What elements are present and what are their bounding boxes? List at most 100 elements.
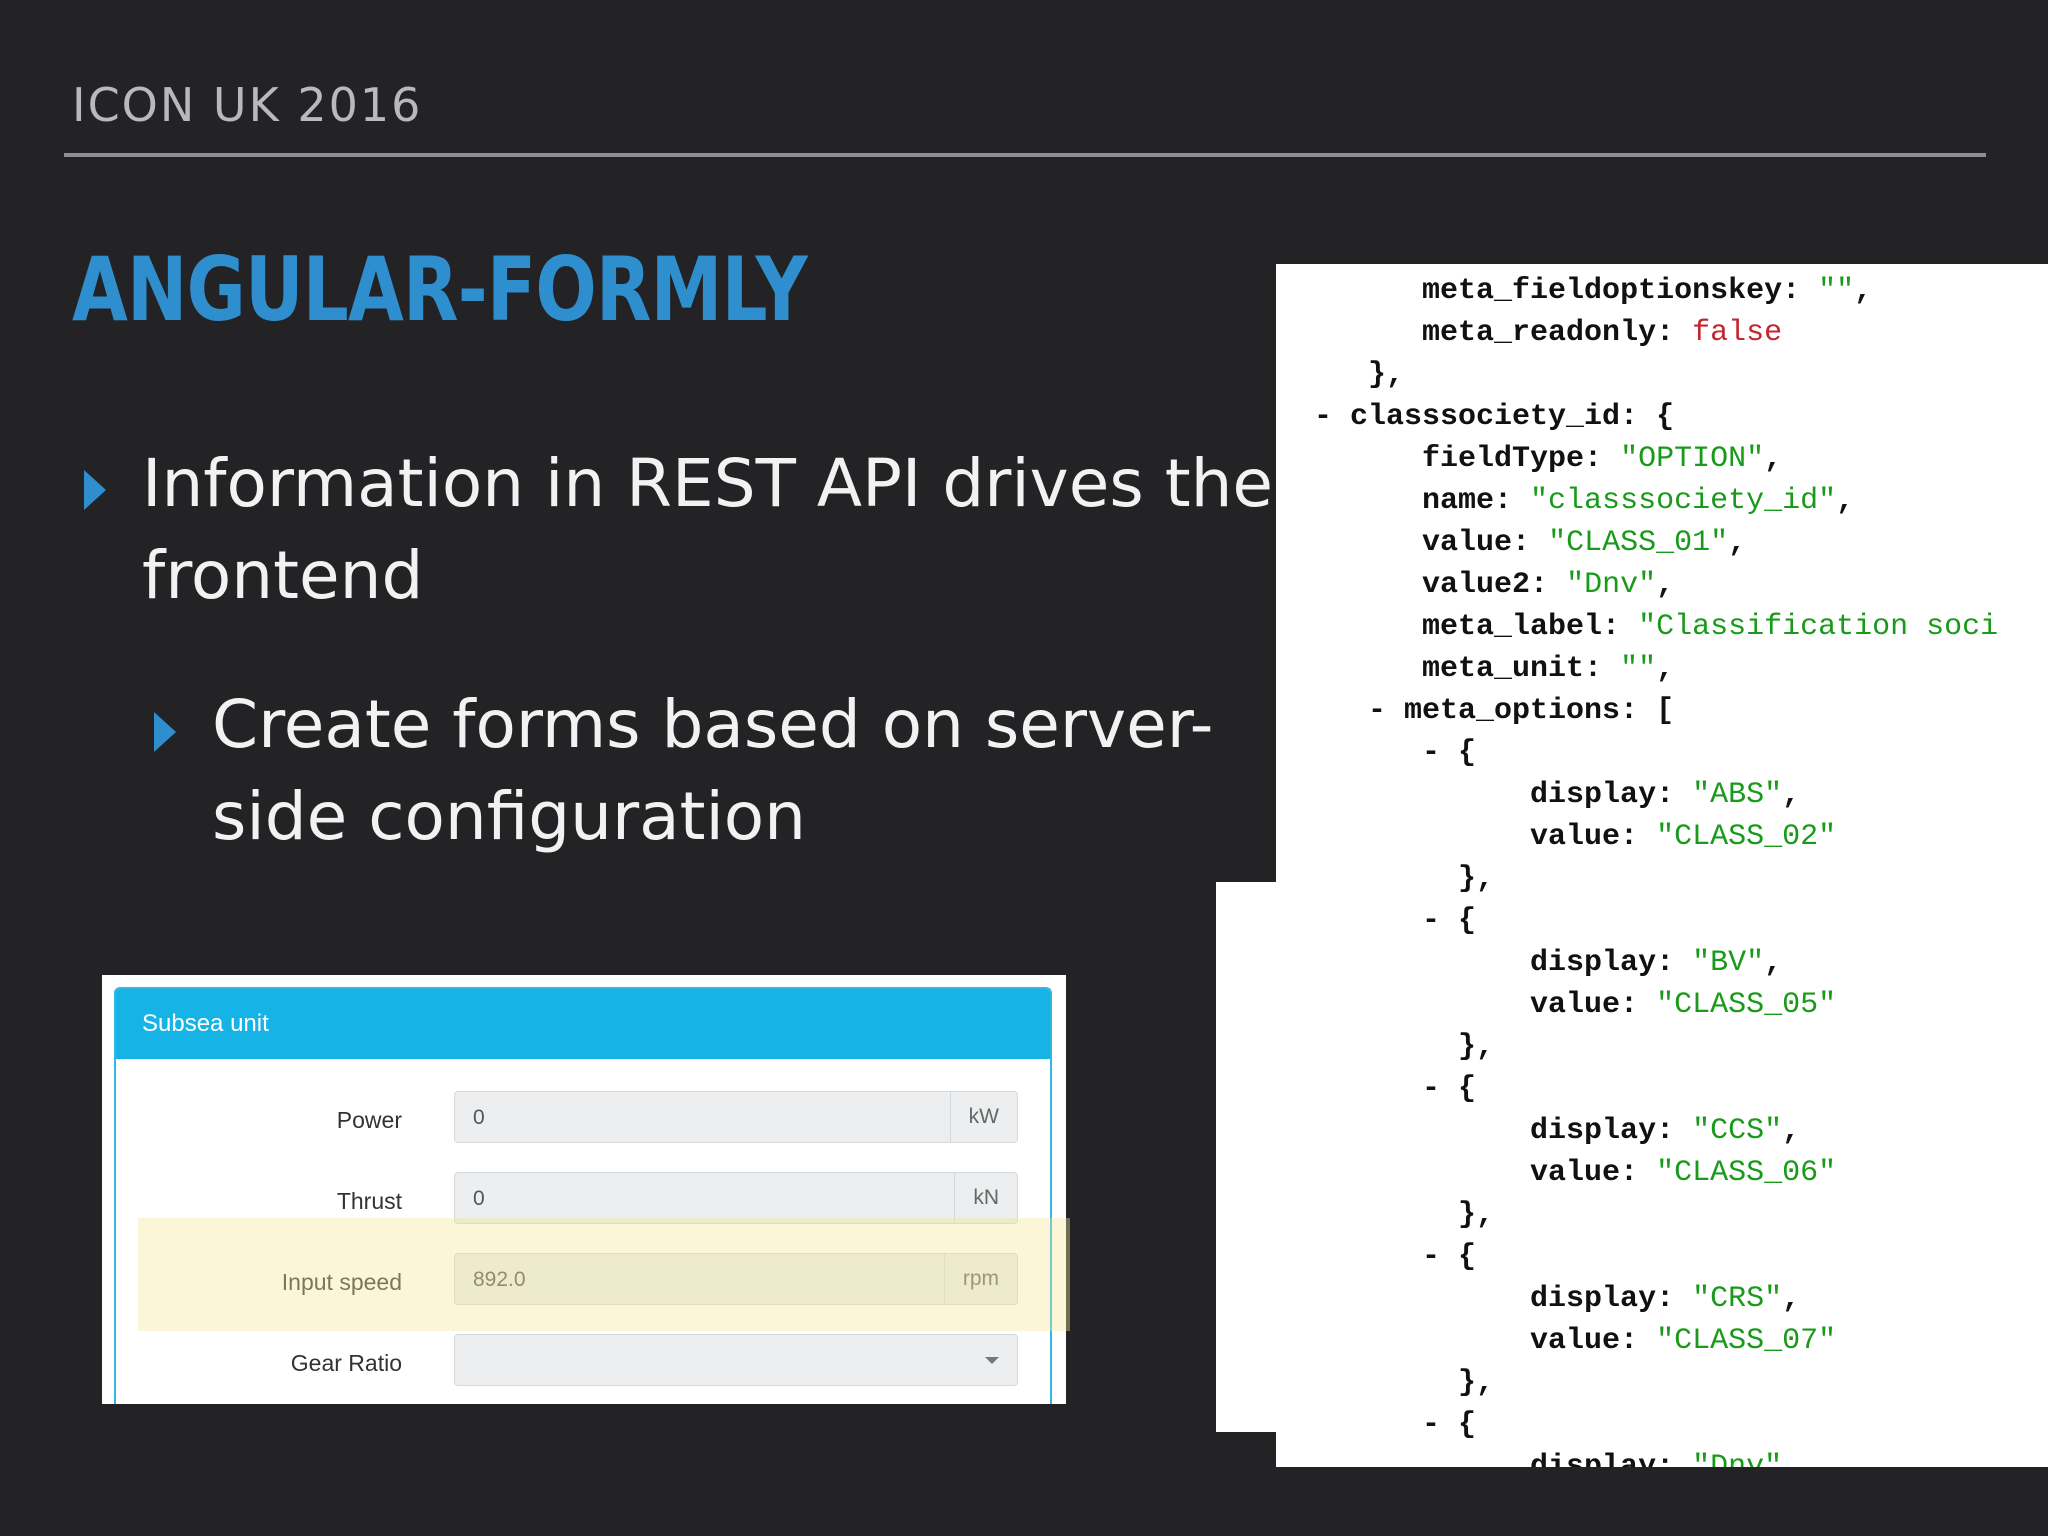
- code-line: display: "BV",: [1314, 942, 1998, 984]
- code-indent: -: [1314, 400, 1351, 434]
- slide-header-label: ICON UK 2016: [72, 78, 423, 132]
- code-value: {: [1638, 400, 1675, 434]
- code-indent: -: [1314, 904, 1459, 938]
- code-key: value:: [1530, 820, 1639, 854]
- bullet-line: side configuration: [212, 778, 806, 855]
- code-indent: [1314, 946, 1530, 980]
- code-indent: [1314, 526, 1422, 560]
- code-punct: ,: [1782, 1114, 1801, 1148]
- panel-title: Subsea unit: [116, 989, 1050, 1059]
- code-line: fieldType: "OPTION",: [1314, 438, 1998, 480]
- code-indent: [1314, 778, 1530, 812]
- code-indent: [1314, 988, 1530, 1022]
- gear-ratio-select[interactable]: [454, 1334, 1018, 1386]
- code-value: "BV": [1674, 946, 1765, 980]
- code-key: display:: [1530, 1114, 1675, 1148]
- code-value: "Classification soci: [1620, 610, 1999, 644]
- code-key: meta_fieldoptionskey:: [1422, 274, 1801, 308]
- code-key: },: [1368, 358, 1405, 392]
- code-key: value:: [1530, 988, 1639, 1022]
- code-line: - {: [1314, 1068, 1998, 1110]
- code-indent: [1314, 652, 1422, 686]
- code-indent: [1314, 1324, 1530, 1358]
- code-indent: [1314, 484, 1422, 518]
- code-value: "Dnv": [1548, 568, 1657, 602]
- code-punct: ,: [1764, 442, 1783, 476]
- code-line: - classsociety_id: {: [1314, 396, 1998, 438]
- code-indent: [1314, 1450, 1530, 1467]
- code-value: "CCS": [1674, 1114, 1783, 1148]
- code-line: },: [1314, 858, 1998, 900]
- code-key: meta_label:: [1422, 610, 1621, 644]
- code-value: "CLASS_06": [1638, 1156, 1837, 1190]
- code-key: value:: [1530, 1156, 1639, 1190]
- code-key: value:: [1530, 1324, 1639, 1358]
- code-line: meta_unit: "",: [1314, 648, 1998, 690]
- code-indent: [1314, 568, 1422, 602]
- code-indent: [1314, 358, 1368, 392]
- code-key: {: [1458, 1408, 1477, 1442]
- code-indent: [1314, 316, 1422, 350]
- code-line: meta_label: "Classification soci: [1314, 606, 1998, 648]
- code-indent: [1314, 1198, 1458, 1232]
- code-indent: [1314, 442, 1422, 476]
- field-label: Power: [336, 1107, 402, 1133]
- thrust-input[interactable]: 0 kN: [454, 1172, 1018, 1224]
- form-panel: Subsea unit Power 0 kW Thrust 0 kN Input…: [114, 987, 1052, 1404]
- code-key: {: [1458, 1240, 1477, 1274]
- code-key: display:: [1530, 1450, 1675, 1467]
- code-key: },: [1458, 1198, 1495, 1232]
- bullet-level-2: Create forms based on server- side confi…: [212, 679, 1213, 863]
- code-value: "": [1602, 652, 1657, 686]
- code-punct: ,: [1782, 1282, 1801, 1316]
- bullet-line: frontend: [142, 537, 424, 614]
- code-punct: ,: [1656, 652, 1675, 686]
- power-input[interactable]: 0 kW: [454, 1091, 1018, 1143]
- slide-title: ANGULAR-FORMLY: [72, 238, 808, 341]
- code-value: [: [1638, 694, 1675, 728]
- code-line: - {: [1314, 1404, 1998, 1446]
- code-line: - {: [1314, 732, 1998, 774]
- input-value: 0: [473, 1106, 485, 1129]
- json-screenshot-tab: [1216, 882, 1286, 1432]
- code-key: },: [1458, 862, 1495, 896]
- chevron-down-icon: [985, 1357, 999, 1364]
- bullet-triangle-icon: [84, 470, 106, 510]
- code-key: {: [1458, 904, 1477, 938]
- code-indent: [1314, 1282, 1530, 1316]
- code-line: value2: "Dnv",: [1314, 564, 1998, 606]
- code-value: "CLASS_07": [1638, 1324, 1837, 1358]
- code-key: display:: [1530, 946, 1675, 980]
- code-indent: [1314, 274, 1422, 308]
- code-key: value2:: [1422, 568, 1549, 602]
- code-indent: [1314, 820, 1530, 854]
- form-row-input-speed: Input speed 892.0 rpm: [116, 1253, 1050, 1313]
- input-speed-input[interactable]: 892.0 rpm: [454, 1253, 1018, 1305]
- code-line: display: "Dnv",: [1314, 1446, 1998, 1467]
- code-line: display: "CCS",: [1314, 1110, 1998, 1152]
- code-key: value:: [1422, 526, 1531, 560]
- code-key: {: [1458, 736, 1477, 770]
- code-indent: -: [1314, 736, 1459, 770]
- field-label: Gear Ratio: [290, 1350, 402, 1376]
- code-line: - {: [1314, 1236, 1998, 1278]
- bullet-line: Create forms based on server-: [212, 686, 1214, 763]
- code-punct: ,: [1656, 568, 1675, 602]
- code-value: false: [1674, 316, 1783, 350]
- code-indent: [1314, 1156, 1530, 1190]
- code-value: "OPTION": [1602, 442, 1765, 476]
- bullet-level-1: Information in REST API drives the front…: [142, 438, 1273, 622]
- code-line: value: "CLASS_06": [1314, 1152, 1998, 1194]
- unit-addon: kW: [949, 1092, 1017, 1142]
- bullet-triangle-icon: [154, 712, 176, 752]
- code-line: - meta_options: [: [1314, 690, 1998, 732]
- code-line: value: "CLASS_02": [1314, 816, 1998, 858]
- code-line: },: [1314, 354, 1998, 396]
- code-value: "ABS": [1674, 778, 1783, 812]
- code-key: meta_unit:: [1422, 652, 1603, 686]
- code-key: display:: [1530, 1282, 1675, 1316]
- header-divider: [64, 153, 1986, 157]
- code-indent: [1314, 1030, 1458, 1064]
- code-line: display: "CRS",: [1314, 1278, 1998, 1320]
- code-key: },: [1458, 1030, 1495, 1064]
